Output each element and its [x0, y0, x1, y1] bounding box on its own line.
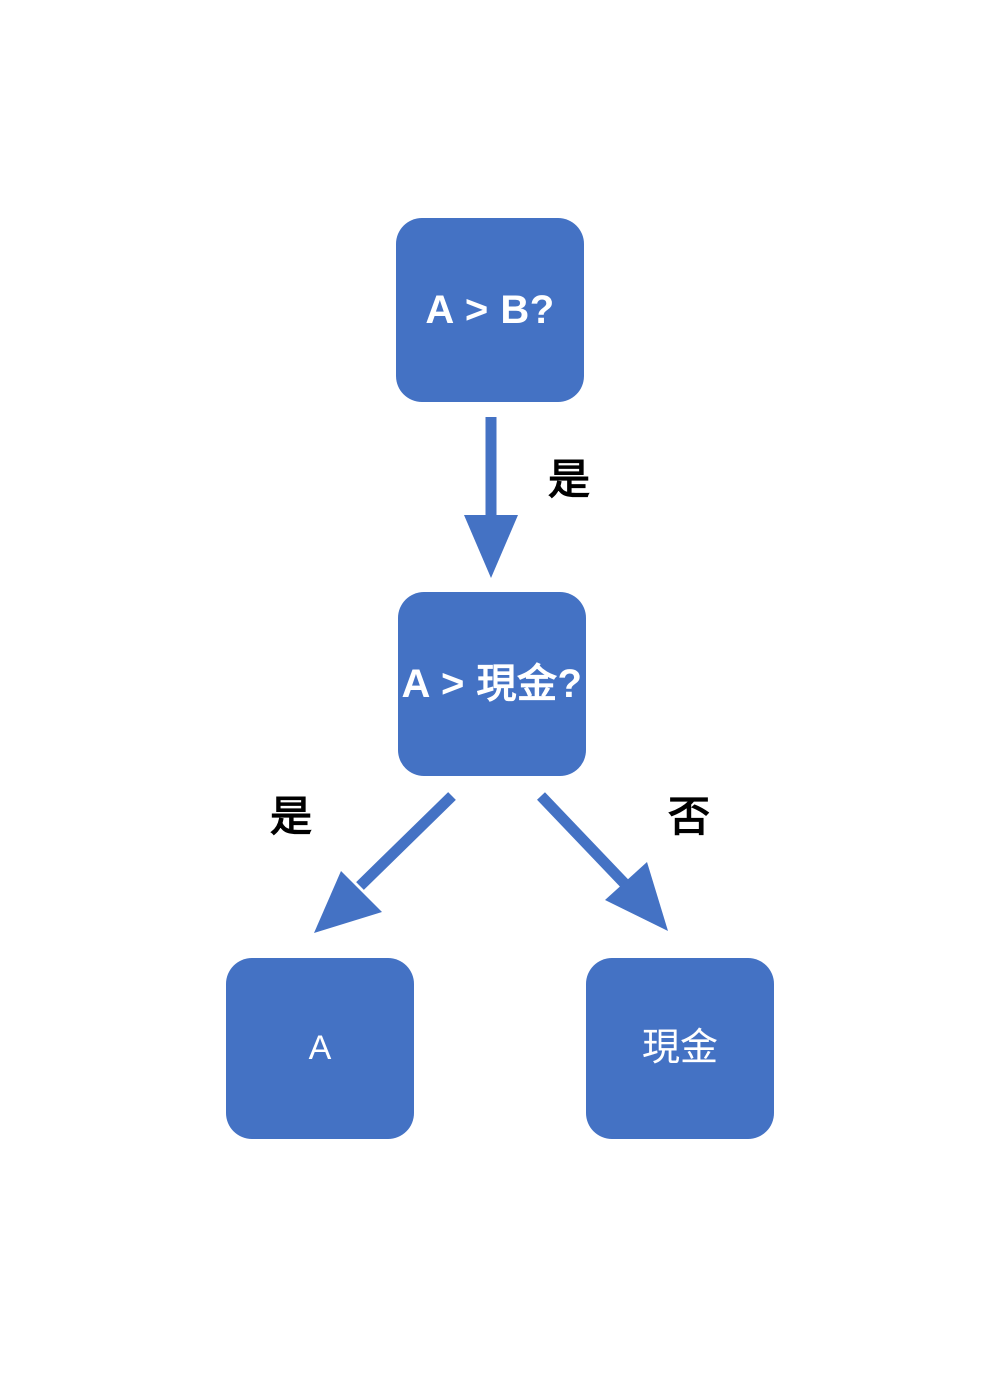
edge-label-right-no: 否 [668, 793, 711, 840]
edge-label-left-yes: 是 [270, 793, 313, 840]
node-cash-decision[interactable]: A > 現金? [398, 592, 586, 776]
arrow-cash-decision-to-cash [537, 792, 668, 931]
footer-caption [0, 1362, 986, 1376]
node-outcome-a[interactable]: A [226, 958, 414, 1139]
node-root-decision[interactable]: A > B? [396, 218, 584, 402]
edge-label-root-yes: 是 [548, 456, 591, 503]
arrow-cash-decision-to-a [314, 792, 456, 933]
node-outcome-cash[interactable]: 現金 [586, 958, 774, 1139]
arrow-root-to-cash-decision [464, 417, 518, 578]
